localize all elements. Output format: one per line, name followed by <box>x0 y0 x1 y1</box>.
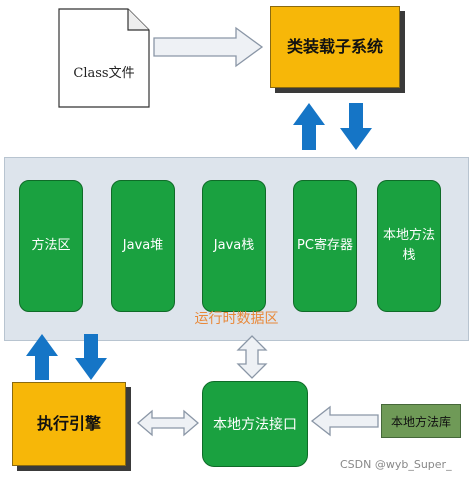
java-heap-region: Java堆 <box>111 180 175 312</box>
pc-register-region: PC寄存器 <box>293 180 357 312</box>
loader-up-arrow <box>293 103 325 150</box>
class-loader-box: 类装载子系统 <box>270 6 400 88</box>
execution-engine-box: 执行引擎 <box>12 382 126 466</box>
runtime-native-interface-arrow <box>236 335 268 379</box>
method-area-region: 方法区 <box>19 180 83 312</box>
native-library-to-interface-arrow <box>310 405 379 437</box>
engine-down-arrow <box>75 334 107 380</box>
native-method-stack-region: 本地方法 栈 <box>377 180 441 312</box>
class-file-page <box>58 8 150 108</box>
runtime-data-area: 方法区 Java堆 Java栈 PC寄存器 本地方法 栈 运行时数据区 <box>4 157 469 341</box>
native-interface-box: 本地方法接口 <box>202 381 308 467</box>
engine-native-interface-arrow <box>137 409 199 437</box>
runtime-data-area-label: 运行时数据区 <box>194 311 279 327</box>
execution-engine-label: 执行引擎 <box>36 414 101 433</box>
java-stack-region: Java栈 <box>202 180 266 312</box>
native-library-box: 本地方法库 <box>381 404 461 438</box>
class-loader-label: 类装载子系统 <box>286 37 383 56</box>
engine-up-arrow <box>26 334 58 380</box>
loader-down-arrow <box>340 103 372 150</box>
class-file-label: Class文件 <box>73 66 135 81</box>
class-file-to-loader-arrow <box>153 26 264 68</box>
watermark: CSDN @wyb_Super_ <box>340 458 452 471</box>
